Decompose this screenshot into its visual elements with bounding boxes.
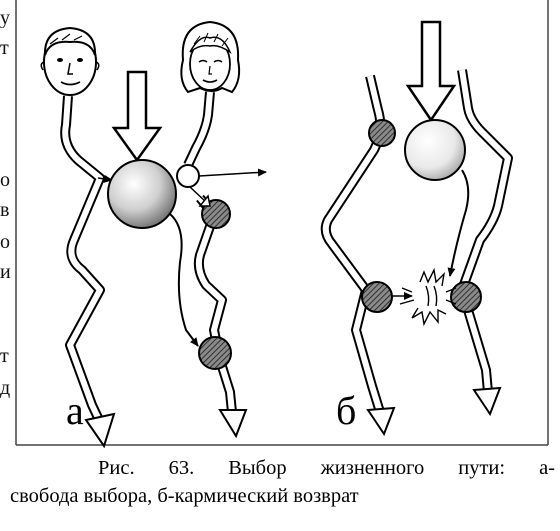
edge-fragment: у — [0, 8, 14, 28]
man-head — [41, 28, 99, 95]
left-node-hatched-1 — [369, 120, 395, 146]
woman-head — [181, 22, 239, 92]
choice-sphere — [108, 160, 176, 228]
right-path-arrowhead — [474, 388, 500, 414]
edge-fragment: д — [0, 378, 14, 398]
woman-path-arrowhead — [220, 410, 246, 436]
figure-caption: Рис. 63. Выбор жизненного пути: а- свобо… — [10, 454, 555, 510]
left-node-hatched-2 — [362, 282, 392, 312]
karmic-link-a — [170, 214, 198, 346]
panel-a-label: а — [66, 388, 84, 433]
man-path-arrowhead — [86, 414, 114, 446]
edge-fragment: о — [0, 170, 14, 190]
panel-b: б — [326, 22, 508, 434]
edge-fragment: о — [0, 232, 14, 252]
choice-arrow-a — [114, 72, 160, 160]
edge-fragment: т — [0, 38, 14, 58]
panel-b-label: б — [336, 388, 356, 433]
woman-node-hatched-2 — [199, 337, 231, 369]
woman-node-open — [177, 165, 199, 187]
choice-arrow-b — [408, 22, 454, 120]
edge-fragment: т — [0, 346, 14, 366]
caption-line-1: Рис. 63. Выбор жизненного пути: а- — [10, 454, 555, 482]
karmic-link-b — [450, 170, 468, 276]
panel-a: а — [41, 22, 266, 446]
edge-fragment: в — [0, 200, 14, 220]
choice-sphere-b — [405, 120, 465, 180]
caption-line-2: свобода выбора, б-кармический возврат — [10, 482, 555, 510]
right-node-hatched — [451, 282, 481, 312]
edge-fragment: и — [0, 262, 14, 282]
collision-burst — [400, 270, 456, 324]
left-path-arrowhead — [368, 408, 394, 434]
